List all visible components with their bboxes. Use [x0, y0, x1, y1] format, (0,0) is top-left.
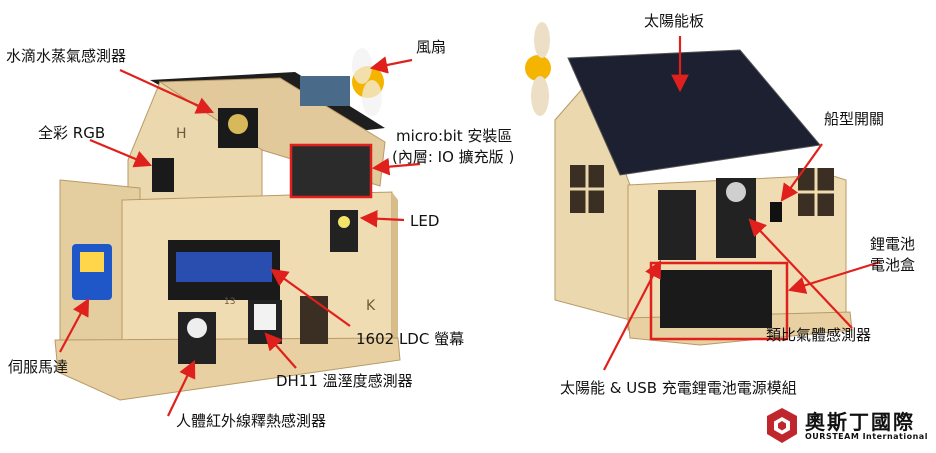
label-solar-panel: 太陽能板 — [644, 12, 705, 30]
label-dht: DH11 溫溼度感測器 — [276, 372, 413, 390]
callout-arrows — [59, 36, 881, 417]
logo-name-cn: 奧斯丁國際 — [805, 410, 915, 434]
label-microbit-line2: (內層: IO 擴充版 ) — [392, 148, 515, 166]
label-power-module: 太陽能 & USB 充電鋰電池電源模組 — [560, 379, 797, 397]
house-letter-h: H — [176, 126, 187, 142]
battery-highlight-box — [649, 261, 789, 341]
label-water-sensor: 水滴水蒸氣感測器 — [6, 47, 127, 65]
left-house — [54, 48, 401, 401]
house-letter-k: K — [366, 298, 376, 314]
label-lcd: 1602 LDC 螢幕 — [356, 330, 465, 348]
house-number-13: 13 — [224, 297, 235, 307]
label-fan: 風扇 — [416, 38, 447, 56]
label-servo: 伺服馬達 — [8, 358, 69, 376]
label-rocker-switch: 船型開關 — [824, 110, 885, 128]
right-house — [525, 22, 853, 346]
logo-name-en: OURSTEAM International — [805, 432, 928, 441]
label-rgb: 全彩 RGB — [38, 124, 106, 142]
label-battery-line1: 鋰電池 — [870, 235, 916, 253]
cube-logo-icon — [767, 408, 797, 443]
label-gas-sensor: 類比氣體感測器 — [766, 326, 872, 344]
microbit-highlight-box — [289, 143, 373, 199]
oursteam-logo: 奧斯丁國際 OURSTEAM International — [765, 404, 933, 449]
label-led: LED — [410, 212, 440, 230]
label-battery-line2: 電池盒 — [870, 256, 916, 274]
label-pir: 人體紅外線釋熱感測器 — [176, 412, 327, 430]
label-microbit-line1: micro:bit 安裝區 — [396, 127, 513, 145]
